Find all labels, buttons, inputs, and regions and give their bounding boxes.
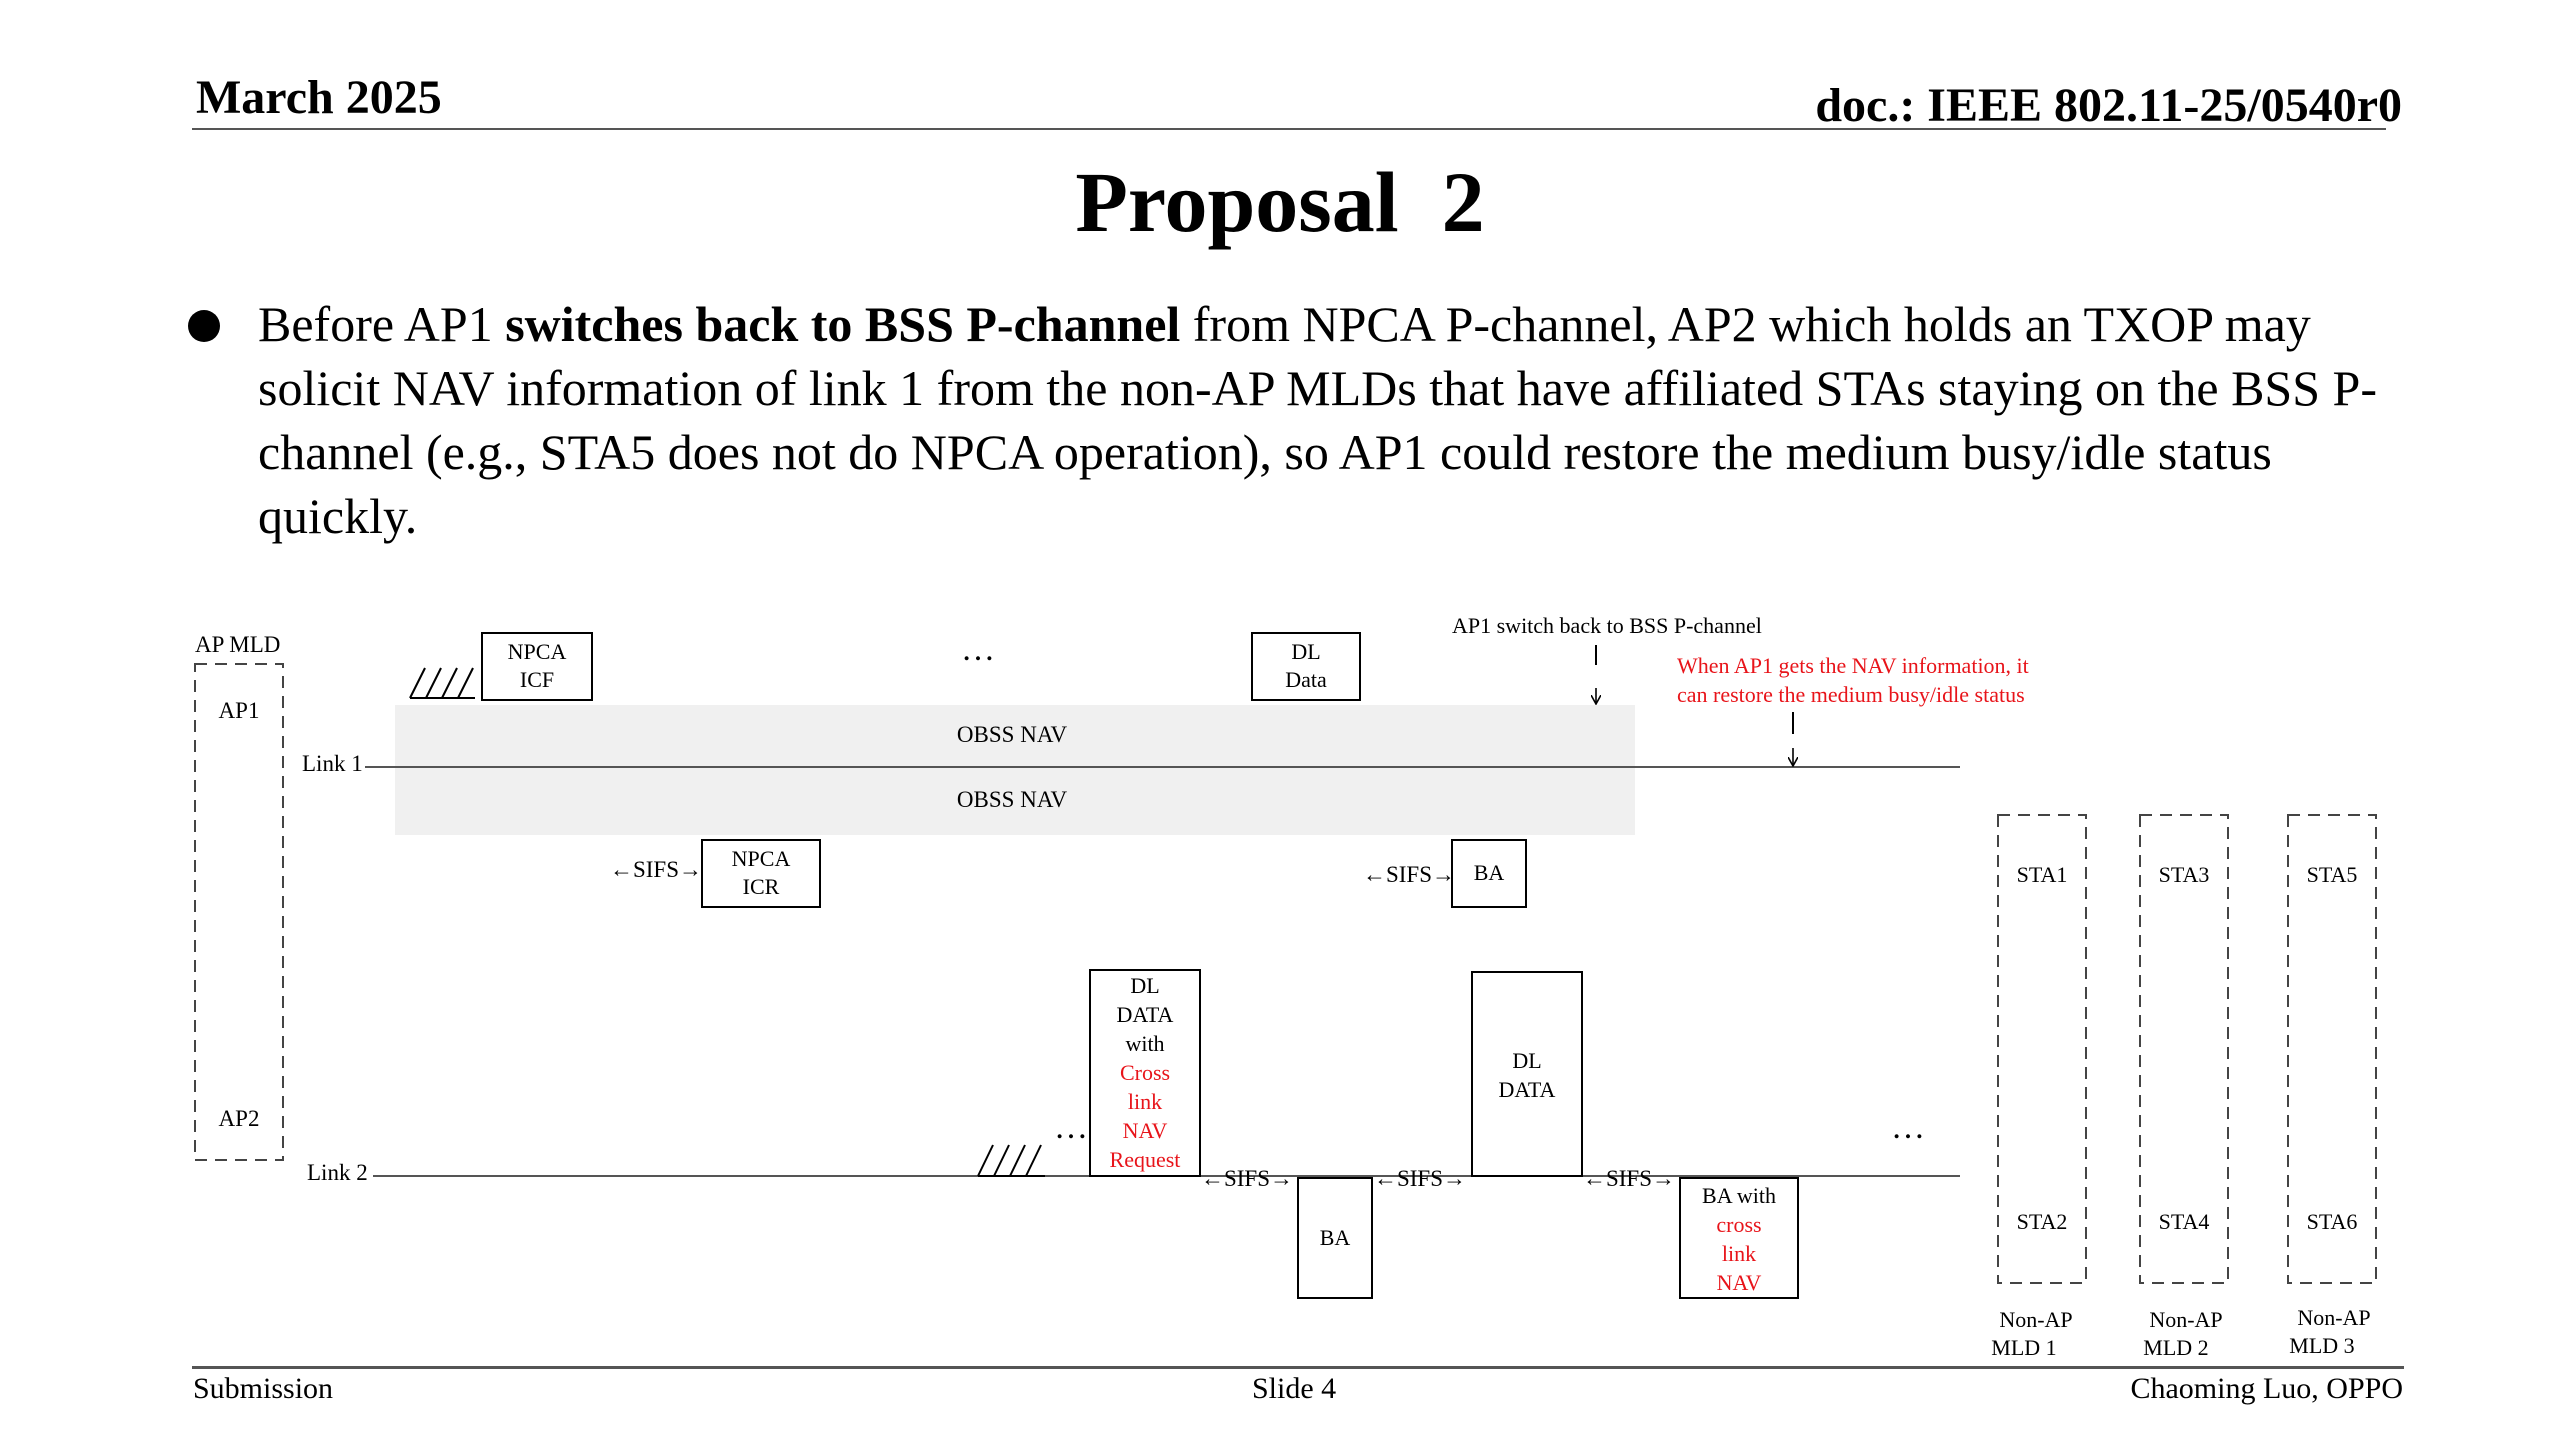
bullet-dot bbox=[188, 310, 220, 342]
ap-mld-box bbox=[194, 663, 284, 1161]
body-text-1: Before AP1 bbox=[258, 296, 506, 352]
npca-icr-box bbox=[701, 839, 821, 908]
backoff-hatch-link2 bbox=[977, 1144, 1045, 1177]
dl-data-top-line2: Data bbox=[1285, 667, 1327, 692]
dl-req-red1: Cross bbox=[1120, 1060, 1170, 1085]
dl-req-line2: DATA bbox=[1117, 1002, 1174, 1027]
body-text-2: from NPCA P-channel, AP2 which holds an … bbox=[258, 296, 2377, 544]
npca-icr-line1: NPCA bbox=[732, 846, 791, 871]
npca-icf-box bbox=[481, 632, 593, 701]
ba-red2: link bbox=[1722, 1241, 1756, 1266]
switch-back-label: AP1 switch back to BSS P-channel bbox=[1452, 613, 1762, 638]
sta1-label: STA1 bbox=[2017, 862, 2068, 887]
dl-data-request-box bbox=[1089, 969, 1201, 1177]
restore-note-line2: can restore the medium busy/idle status bbox=[1677, 682, 2025, 707]
dl-data-top-line1: DL bbox=[1291, 639, 1320, 664]
mld2-line1: Non-AP bbox=[2149, 1307, 2222, 1332]
slide-title: Proposal 2 bbox=[1075, 154, 1485, 250]
body-text-bold: switches back to BSS P-channel bbox=[505, 296, 1181, 352]
non-ap-mld-2-box bbox=[2139, 814, 2229, 1284]
ba-with-label: BA with bbox=[1702, 1183, 1776, 1208]
header-divider bbox=[192, 128, 2386, 130]
ba-red1: cross bbox=[1716, 1212, 1761, 1237]
npca-icf-line1: NPCA bbox=[508, 639, 567, 664]
ba-red3: NAV bbox=[1717, 1270, 1762, 1295]
dl-req-line3: with bbox=[1125, 1031, 1164, 1056]
dl-req-red4: Request bbox=[1110, 1147, 1181, 1172]
sta4-label: STA4 bbox=[2159, 1209, 2210, 1234]
dl-data-line2: DATA bbox=[1499, 1077, 1556, 1102]
mld3-line1: Non-AP bbox=[2297, 1305, 2370, 1330]
footer-divider bbox=[192, 1366, 2404, 1369]
ap2-label: AP2 bbox=[219, 1106, 260, 1131]
mld1-line1: Non-AP bbox=[1999, 1307, 2072, 1332]
ap-mld-label: AP MLD bbox=[195, 632, 280, 657]
non-ap-mld-3-box bbox=[2287, 814, 2377, 1284]
ba-cross-link-box bbox=[1679, 1177, 1799, 1299]
obss-nav-label-1: OBSS NAV bbox=[957, 722, 1068, 747]
ellipsis-top: … bbox=[961, 631, 995, 668]
backoff-hatch-link1 bbox=[409, 667, 475, 699]
mld3-line2: MLD 3 bbox=[2289, 1333, 2354, 1358]
footer-author: Chaoming Luo, OPPO bbox=[2130, 1372, 2403, 1405]
ellipsis-link2-left: … bbox=[1054, 1109, 1088, 1146]
header-date: March 2025 bbox=[196, 71, 442, 124]
ap1-label: AP1 bbox=[219, 698, 260, 723]
sta6-label: STA6 bbox=[2307, 1209, 2358, 1234]
ba-top-label: BA bbox=[1474, 860, 1505, 885]
link1-label: Link 1 bbox=[302, 751, 363, 776]
header-doc-id: doc.: IEEE 802.11-25/0540r0 bbox=[1815, 79, 2402, 132]
obss-nav-label-2: OBSS NAV bbox=[957, 787, 1068, 812]
body-paragraph: Before AP1 switches back to BSS P-channe… bbox=[258, 292, 2438, 548]
restore-note-line1: When AP1 gets the NAV information, it bbox=[1677, 653, 2029, 678]
sifs-label-ba-top: ←SIFS→ bbox=[1363, 862, 1455, 887]
ba-bottom-label: BA bbox=[1320, 1225, 1351, 1250]
npca-icr-line2: ICR bbox=[743, 874, 780, 899]
ba-bottom-box bbox=[1297, 1177, 1373, 1299]
footer-slide-number: Slide 4 bbox=[1252, 1372, 1337, 1405]
ellipsis-link2-right: … bbox=[1891, 1109, 1925, 1146]
footer-submission: Submission bbox=[193, 1372, 334, 1405]
ba-top-box bbox=[1451, 839, 1527, 908]
sifs-label-3: ←SIFS→ bbox=[1583, 1166, 1675, 1191]
non-ap-mld-1-box bbox=[1997, 814, 2087, 1284]
sifs-label-2: ←SIFS→ bbox=[1374, 1166, 1466, 1191]
obss-nav-band bbox=[395, 705, 1635, 835]
sta3-label: STA3 bbox=[2159, 862, 2210, 887]
mld2-line2: MLD 2 bbox=[2143, 1335, 2208, 1360]
sifs-label-icr: ←SIFS→ bbox=[610, 857, 702, 882]
dl-data-box bbox=[1471, 971, 1583, 1177]
sta2-label: STA2 bbox=[2017, 1209, 2068, 1234]
npca-icf-line2: ICF bbox=[520, 667, 554, 692]
sifs-label-1: ←SIFS→ bbox=[1201, 1166, 1293, 1191]
dl-req-line1: DL bbox=[1130, 973, 1159, 998]
dl-req-red3: NAV bbox=[1123, 1118, 1168, 1143]
mld1-line2: MLD 1 bbox=[1991, 1335, 2056, 1360]
dl-data-top-box bbox=[1251, 632, 1361, 701]
dl-req-red2: link bbox=[1128, 1089, 1162, 1114]
sta5-label: STA5 bbox=[2307, 862, 2358, 887]
dl-data-line1: DL bbox=[1512, 1048, 1541, 1073]
link2-label: Link 2 bbox=[307, 1160, 368, 1185]
